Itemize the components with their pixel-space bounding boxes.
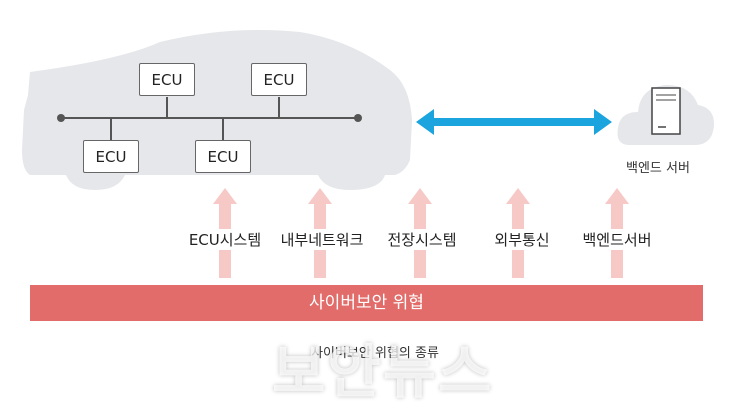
ecu-box: ECU — [139, 63, 195, 96]
threat-area-label: 백엔드서버 — [579, 229, 655, 250]
watermark: 보안뉴스 — [272, 338, 494, 406]
threat-area-label: 내부네트워크 — [277, 229, 367, 250]
ecu-box: ECU — [195, 140, 251, 173]
server-icon — [651, 87, 681, 135]
threat-area-label: ECU시스템 — [185, 229, 265, 250]
threat-bar: 사이버보안 위협 — [30, 285, 703, 321]
caption: 사이버보안 위협의 종류 — [311, 346, 439, 361]
backend-server-label: 백엔드 서버 — [626, 161, 690, 176]
threat-area-label: 외부통신 — [491, 229, 553, 250]
ecu-box: ECU — [251, 63, 307, 96]
ecu-box: ECU — [83, 140, 139, 173]
threat-area-label: 전장시스템 — [384, 229, 460, 250]
bidirectional-link-arrow — [416, 109, 612, 135]
